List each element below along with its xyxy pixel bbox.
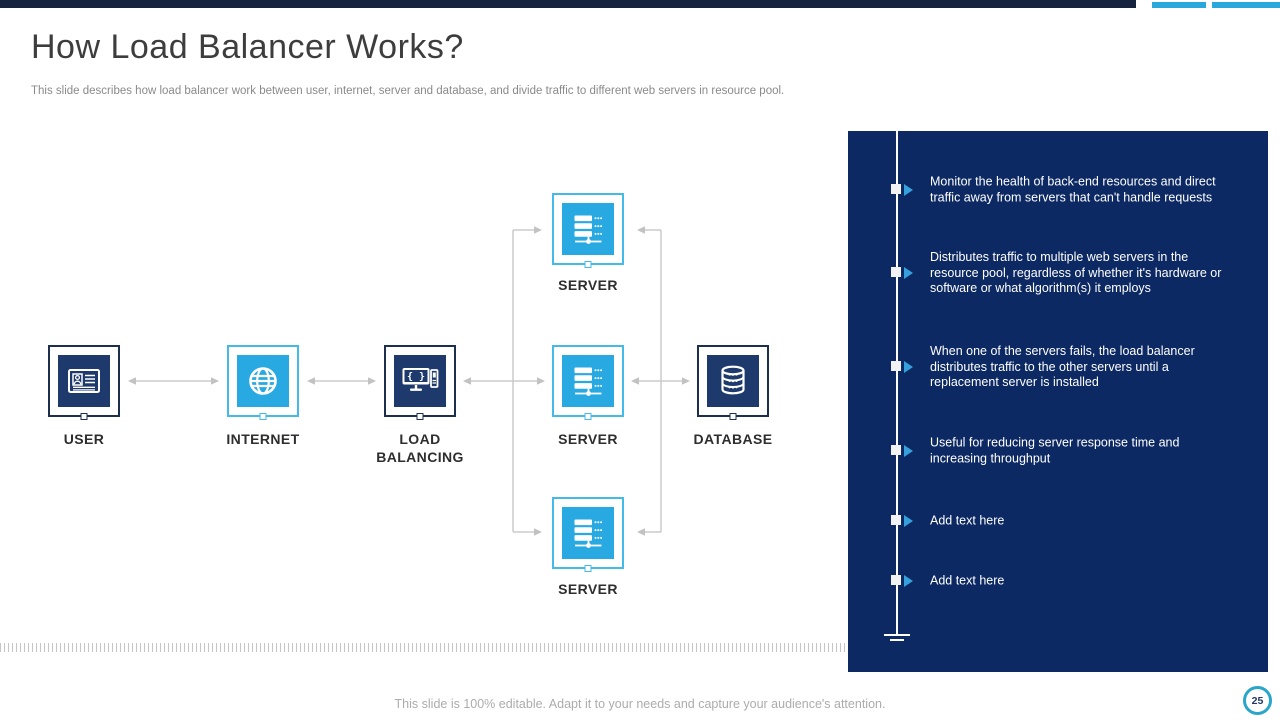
triangle-bullet-icon	[904, 445, 913, 457]
info-panel: Monitor the health of back-end resources…	[848, 131, 1268, 672]
square-bullet-icon	[891, 267, 901, 277]
selection-handle[interactable]	[259, 413, 267, 420]
panel-item-text-placeholder[interactable]: Add text here	[930, 513, 1005, 528]
triangle-bullet-icon	[904, 515, 913, 527]
timeline-end-tick	[890, 639, 904, 641]
svg-text:{ }: { }	[407, 372, 425, 383]
node-server-top[interactable]	[552, 193, 624, 268]
triangle-bullet-icon	[904, 575, 913, 587]
square-bullet-icon	[891, 445, 901, 455]
database-icon	[707, 355, 759, 407]
node-internet[interactable]	[227, 345, 299, 420]
panel-item-text: Monitor the health of back-end resources…	[930, 174, 1216, 205]
page-number-badge: 25	[1243, 686, 1272, 715]
node-user-label: USER	[63, 431, 105, 447]
server-rack-icon	[562, 203, 614, 255]
selection-handle[interactable]	[584, 565, 592, 572]
footer-note: This slide is 100% editable. Adapt it to…	[394, 697, 886, 711]
node-server-bottom[interactable]	[552, 497, 624, 572]
globe-icon	[237, 355, 289, 407]
selection-handle[interactable]	[584, 413, 592, 420]
selection-handle[interactable]	[729, 413, 737, 420]
tick-divider	[0, 643, 846, 652]
node-load-balancing[interactable]: { }	[384, 345, 456, 420]
node-database-label: DATABASE	[693, 431, 773, 447]
page-subtitle: This slide describes how load balancer w…	[31, 85, 785, 97]
selection-handle[interactable]	[416, 413, 424, 420]
node-server-mid[interactable]	[552, 345, 624, 420]
server-rack-icon	[562, 507, 614, 559]
triangle-bullet-icon	[904, 184, 913, 196]
triangle-bullet-icon	[904, 267, 913, 279]
node-server-bottom-label: SERVER	[558, 581, 618, 597]
node-internet-label: INTERNET	[226, 431, 300, 447]
server-rack-icon	[562, 355, 614, 407]
panel-item-text-placeholder[interactable]: Add text here	[930, 573, 1005, 588]
square-bullet-icon	[891, 575, 901, 585]
timeline-end-tick	[884, 634, 910, 636]
timeline-line	[896, 131, 898, 635]
triangle-bullet-icon	[904, 361, 913, 373]
panel-item-text: Distributes traffic to multiple web serv…	[930, 249, 1222, 295]
top-bar-accent-segment	[1212, 2, 1280, 8]
selection-handle[interactable]	[80, 413, 88, 420]
node-server-top-label: SERVER	[558, 277, 618, 293]
node-server-mid-label: SERVER	[558, 431, 618, 447]
panel-item-text: Useful for reducing server response time…	[930, 435, 1180, 466]
id-card-icon	[58, 355, 110, 407]
top-bar-accent-segment	[1152, 2, 1206, 8]
square-bullet-icon	[891, 361, 901, 371]
square-bullet-icon	[891, 184, 901, 194]
panel-item-text: When one of the servers fails, the load …	[930, 343, 1195, 389]
monitor-code-icon: { }	[394, 355, 446, 407]
node-database[interactable]	[697, 345, 769, 420]
node-user[interactable]	[48, 345, 120, 420]
square-bullet-icon	[891, 515, 901, 525]
top-bar	[0, 0, 1136, 8]
selection-handle[interactable]	[584, 261, 592, 268]
page-title: How Load Balancer Works?	[31, 28, 464, 66]
node-load-balancing-label: LOAD BALANCING	[376, 431, 464, 465]
